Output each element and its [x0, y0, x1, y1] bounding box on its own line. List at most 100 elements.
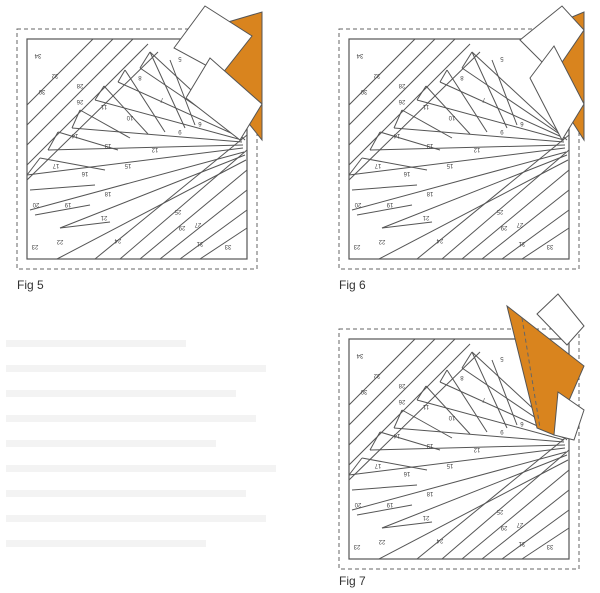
patch-number: 21	[422, 214, 429, 220]
fan-spoke-line	[351, 451, 567, 511]
patch-number: 25	[496, 208, 503, 214]
diagonal-strip-line	[119, 149, 248, 260]
fold-line	[521, 317, 541, 429]
diagonal-strip-line	[521, 527, 570, 560]
patch-number: 25	[174, 208, 181, 214]
diagonal-strip-line	[416, 434, 570, 560]
blade-line	[491, 59, 518, 126]
patch-number: 12	[473, 446, 480, 452]
diagonal-strip-line	[348, 343, 471, 466]
patch-number: 29	[500, 524, 507, 530]
diagonal-strip-line	[94, 134, 248, 260]
blade-line	[379, 431, 441, 451]
diagonal-strip-line	[348, 43, 471, 166]
blade-line	[124, 69, 166, 133]
patch-number: 31	[518, 240, 525, 246]
blade-line	[103, 85, 149, 135]
diagonal-strip-line	[501, 509, 570, 560]
diagonal-strip-line	[26, 38, 114, 126]
block-outline	[348, 338, 570, 560]
patch-number: 9	[178, 128, 182, 134]
blade-edge-line	[117, 69, 126, 83]
diagonal-strip-line	[416, 134, 570, 260]
patch-number: 24	[436, 237, 443, 243]
patch-number: 33	[546, 543, 553, 549]
patch-number: 12	[473, 146, 480, 152]
patch-number: 24	[436, 537, 443, 543]
patch-number: 17	[374, 162, 381, 168]
patch-number: 17	[374, 462, 381, 468]
figure-5: 3432302826876541110912131415161718192021…	[0, 0, 280, 280]
patch-number: 9	[500, 428, 504, 434]
patch-number: 22	[56, 238, 63, 244]
diagonal-strip-line	[461, 169, 570, 260]
blade-line	[59, 221, 111, 229]
patch-number: 11	[422, 103, 429, 109]
diagonal-strip-line	[348, 338, 416, 406]
blade-line	[401, 109, 453, 139]
diagonal-strip-line	[348, 38, 416, 106]
figure-5-caption: Fig 5	[17, 278, 44, 292]
patch-number: 19	[386, 501, 393, 507]
blade-edge-line	[439, 69, 448, 83]
patch-number: 23	[31, 243, 38, 249]
diagonal-strip-line	[521, 227, 570, 260]
patch-number: 25	[496, 508, 503, 514]
diagonal-strip-line	[348, 338, 436, 426]
blade-line	[425, 385, 471, 435]
diagonal-strip-line	[26, 38, 94, 106]
blade-edge-line	[393, 109, 403, 129]
blade-line	[446, 69, 488, 133]
patch-number: 13	[104, 142, 111, 148]
patch-number: 33	[546, 243, 553, 249]
diagonal-strip-line	[179, 209, 248, 260]
blade-line	[57, 131, 119, 151]
patch-number: 27	[194, 221, 201, 227]
blade-line	[401, 409, 453, 439]
diagonal-strip-line	[348, 38, 436, 126]
diagonal-strip-line	[348, 38, 456, 146]
patch-number: 19	[64, 201, 71, 207]
figure-7-diagram: 3432302826876541110912131415161718192021…	[338, 293, 585, 570]
figure-5-diagram: 3432302826876541110912131415161718192021…	[16, 5, 263, 270]
block-outline	[348, 38, 570, 260]
patch-number: 26	[76, 98, 83, 104]
blade-edge-line	[47, 131, 59, 151]
patch-number: 10	[448, 114, 455, 120]
fan-spoke-line	[59, 154, 246, 229]
fan-spoke-line	[471, 51, 568, 141]
patch-number: 11	[422, 403, 429, 409]
fan-spoke-line	[461, 67, 565, 138]
diagonal-strip-line	[501, 209, 570, 260]
patch-number: 15	[446, 162, 453, 168]
patch-number: 10	[126, 114, 133, 120]
blade-edge-line	[348, 157, 363, 176]
patch-number: 6	[520, 420, 524, 426]
fan-spoke-line	[393, 427, 565, 443]
patch-number: 22	[378, 238, 385, 244]
patch-number: 8	[138, 74, 142, 80]
patch-number: 10	[448, 414, 455, 420]
faded-background	[0, 320, 300, 590]
patch-number: 31	[518, 540, 525, 546]
patch-number: 11	[100, 103, 107, 109]
fan-spoke-line	[381, 154, 568, 229]
patch-number: 5	[500, 55, 504, 61]
blade-line	[34, 204, 91, 216]
patch-number: 18	[104, 190, 111, 196]
blade-line	[381, 521, 433, 529]
patch-number: 14	[393, 432, 400, 438]
diagonal-strip-line	[348, 338, 456, 446]
fan-spoke-line	[369, 444, 566, 451]
fan-spoke-line	[416, 399, 565, 441]
patch-number: 21	[422, 514, 429, 520]
blade-line	[471, 51, 508, 129]
patch-number: 24	[114, 237, 121, 243]
blade-line	[351, 484, 418, 491]
patch-number: 30	[360, 388, 367, 394]
blade-edge-line	[439, 369, 448, 383]
patch-number: 23	[353, 243, 360, 249]
figure-6-caption: Fig 6	[339, 278, 366, 292]
blade-edge-line	[369, 131, 381, 151]
fan-spoke-line	[348, 147, 566, 176]
